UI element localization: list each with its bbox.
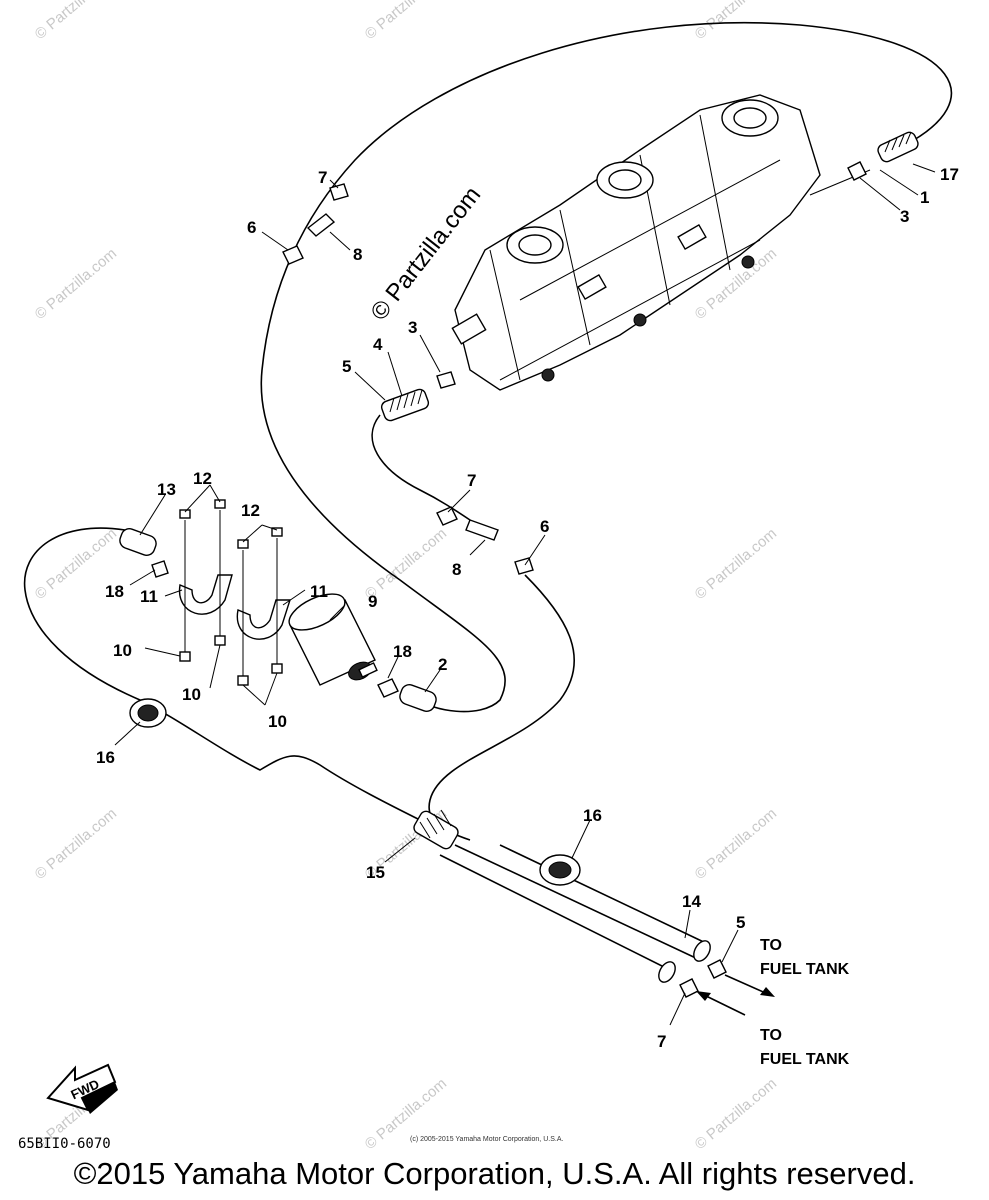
- watermark: © Partzilla.com: [362, 0, 450, 43]
- callout-12: 12: [193, 469, 212, 488]
- spring-hose-5: [380, 388, 430, 422]
- lower-destination-line2: FUEL TANK: [760, 1051, 850, 1068]
- callout-16: 16: [96, 748, 115, 767]
- watermark: © Partzilla.com: [692, 805, 780, 883]
- spring-hose-17: [877, 131, 919, 163]
- callout-17: 17: [940, 165, 959, 184]
- leader-lines: [114, 163, 936, 1026]
- watermark: © Partzilla.com: [32, 0, 120, 43]
- bolts-12: [179, 499, 283, 680]
- band-11-right: [236, 599, 291, 640]
- watermark: © Partzilla.com: [32, 245, 120, 323]
- callout-6: 6: [247, 218, 256, 237]
- lower-destination-line1: TO: [760, 1027, 782, 1044]
- callout-1: 1: [920, 188, 929, 207]
- hose-13: [119, 528, 157, 556]
- carburetor-assembly: [451, 94, 821, 391]
- callout-6: 6: [540, 517, 549, 536]
- hose-2: [399, 684, 437, 712]
- callout-14: 14: [682, 892, 701, 911]
- callout-18: 18: [393, 642, 412, 661]
- diagram-code: 65BII0-6070: [18, 1136, 111, 1152]
- watermark: © Partzilla.com: [32, 805, 120, 883]
- callout-18: 18: [105, 582, 124, 601]
- clamp-7-upper: [329, 183, 349, 201]
- copyright-notice: ©2015 Yamaha Motor Corporation, U.S.A. A…: [73, 1156, 916, 1191]
- callout-5: 5: [736, 913, 745, 932]
- joint-8-mid: [465, 519, 499, 541]
- fittings: [119, 131, 919, 1016]
- watermark: © Partzilla.com: [692, 0, 780, 43]
- hose-14-end-lower: [658, 961, 676, 983]
- spring-15: [413, 809, 459, 850]
- callout-3: 3: [900, 207, 909, 226]
- callout-4: 4: [373, 335, 383, 354]
- callout-13: 13: [157, 480, 176, 499]
- callout-8: 8: [452, 560, 461, 579]
- callout-15: 15: [366, 863, 385, 882]
- callout-10: 10: [182, 685, 201, 704]
- callout-11: 11: [310, 582, 328, 601]
- clamp-5-lower: [707, 959, 727, 979]
- clamp-18-right: [377, 678, 399, 698]
- fuel-filter-9: [288, 593, 378, 686]
- clamp-3-upper: [847, 161, 867, 181]
- callout-10: 10: [268, 712, 287, 731]
- hose-14-end-upper: [693, 940, 711, 962]
- clamp-18-left: [151, 560, 169, 578]
- destination-labels: TO FUEL TANK TO FUEL TANK: [760, 937, 850, 1068]
- callout-10: 10: [113, 641, 132, 660]
- clamp-6-mid: [514, 557, 534, 575]
- upper-destination-line2: FUEL TANK: [760, 961, 850, 978]
- grommet-16-left: [129, 698, 167, 728]
- callouts: 17 1 3 7 6 8 3 4 5 7 6 8 13 12 12 18 11 …: [96, 165, 959, 1051]
- fwd-arrow: FWD: [46, 1063, 118, 1114]
- nuts-10: [179, 635, 283, 686]
- fine-print: (c) 2005-2015 Yamaha Motor Corporation, …: [410, 1136, 563, 1143]
- band-11-left: [178, 574, 233, 615]
- clamp-7-lower: [679, 978, 699, 998]
- watermark: © Partzilla.com: [692, 525, 780, 603]
- grommet-16-right: [539, 854, 581, 886]
- callout-8: 8: [353, 245, 362, 264]
- callout-9: 9: [368, 592, 377, 611]
- callout-16: 16: [583, 806, 602, 825]
- upper-destination-line1: TO: [760, 937, 782, 954]
- callout-7: 7: [318, 168, 327, 187]
- clamp-6-upper: [282, 245, 304, 265]
- watermark: © Partzilla.com: [692, 1075, 780, 1153]
- joint-8-upper: [306, 213, 336, 237]
- callout-11: 11: [140, 587, 158, 606]
- clamp-7-mid: [436, 506, 458, 526]
- callout-12: 12: [241, 501, 260, 520]
- clamp-3-lower: [436, 371, 456, 389]
- callout-2: 2: [438, 655, 447, 674]
- callout-7: 7: [467, 471, 476, 490]
- callout-7: 7: [657, 1032, 666, 1051]
- callout-5: 5: [342, 357, 351, 376]
- callout-3: 3: [408, 318, 417, 337]
